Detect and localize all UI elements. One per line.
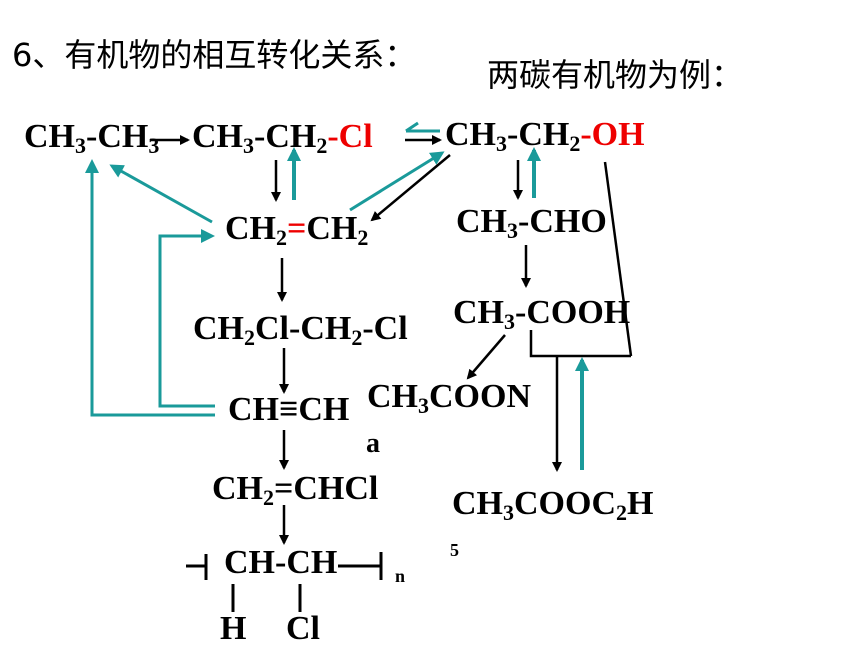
ethylene: CH2=CH2 — [225, 210, 369, 250]
pvc-subscript-n: n — [395, 566, 406, 586]
slide-title: 6、有机物的相互转化关系： — [12, 36, 417, 74]
arrow-ethanol-to-chloroethane-head — [405, 121, 419, 133]
ethyl-acetate-wrap: 5 — [450, 540, 459, 560]
sodium-acetate-wrap: a — [366, 428, 380, 459]
ethyl-acetate: CH3COOC2H — [452, 485, 654, 525]
acetaldehyde: CH3-CHO — [456, 203, 607, 243]
acetylene: CH≡CH — [228, 391, 350, 428]
pvc-repeat-unit: CH-CH — [224, 544, 338, 581]
arrow-acetylene-to-ethylene — [158, 229, 215, 408]
ethanol: CH3-CH2-OH — [445, 116, 645, 156]
ethane: CH3-CH3 — [24, 118, 160, 158]
slide-subtitle: 两碳有机物为例： — [487, 56, 744, 94]
dichloroethane: CH2Cl-CH2-Cl — [193, 310, 408, 350]
ethanol-esterification-line — [603, 161, 633, 357]
acetic-acid: CH3-COOH — [453, 294, 631, 334]
arrow-acetylene-to-ethane — [85, 159, 215, 417]
pvc-cl: Cl — [286, 610, 320, 647]
vinyl-chloride: CH2=CHCl — [212, 470, 379, 510]
chloroethane: CH3-CH2-Cl — [192, 118, 373, 158]
arrow-acetic-acid-to-sodium-acetate — [466, 334, 506, 380]
pvc-h: H — [220, 610, 247, 647]
sodium-acetate: CH3COON — [367, 378, 531, 418]
esterification-bracket — [529, 330, 631, 358]
arrow-ethylene-to-ethane — [109, 164, 213, 224]
arrow-ethanol-to-ethylene — [370, 154, 451, 222]
arrow-ethylene-to-ethanol — [349, 151, 445, 212]
